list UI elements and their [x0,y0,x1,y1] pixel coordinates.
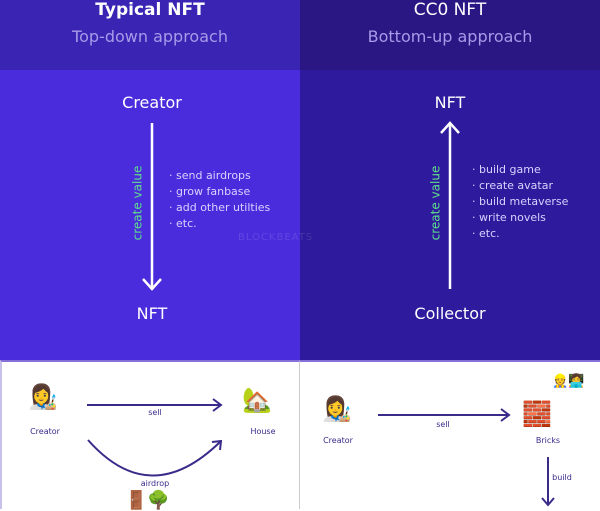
left-subtitle: Top-down approach [72,27,228,46]
bottom-left-panel [0,360,300,509]
list-item: · send airdrops [169,169,251,182]
bottom-arrows [87,398,555,507]
list-item: · etc. [472,227,500,240]
left-panel [0,70,300,360]
left-title: Typical NFT [95,0,205,20]
right-benefits-list: · build game · create avatar · build met… [472,162,568,242]
right-title: CC0 NFT [413,0,487,20]
list-item: · grow fanbase [169,185,251,198]
artist-emoji-icon: 👩‍🎨 [322,395,352,423]
up-arrow-icon [440,121,460,289]
right-bottom-node: Collector [414,304,486,323]
airdrop-items-icon: 🚪🌳 [125,490,170,511]
bl-creator-label: Creator [30,427,60,436]
right-create-value-label: create value [428,165,443,241]
left-create-value-label: create value [130,165,145,241]
list-item: · build metaverse [472,195,569,208]
right-top-node: NFT [434,93,466,112]
list-item: · create avatar [472,179,553,192]
list-item: · build game [472,163,541,176]
left-top-node: Creator [122,93,182,112]
house-emoji-icon: 🏡 [242,386,272,414]
bl-house-label: House [250,427,276,436]
left-header [0,0,300,70]
bl-airdrop-label: airdrop [140,479,170,488]
bricks-emoji-icon: 🧱 [522,400,552,428]
br-creator-label: Creator [323,436,353,445]
bottom-right-panel [300,360,600,509]
right-header [300,0,600,70]
flow-arrows [142,121,460,291]
list-item: · add other utilties [169,201,271,214]
br-bricks-label: Bricks [535,436,561,445]
br-sell-label: sell [436,420,450,429]
down-arrow-icon [142,123,162,291]
left-bottom-node: NFT [136,304,168,323]
left-benefits-list: · send airdrops · grow fanbase · add oth… [169,168,270,232]
right-subtitle: Bottom-up approach [367,27,533,46]
builders-emoji-icon: 👷👩‍💻 [552,374,585,389]
br-build-label: build [552,473,572,482]
list-item: · etc. [169,217,197,230]
watermark: BLOCKBEATS [238,232,314,243]
list-item: · write novels [472,211,546,224]
bl-sell-label: sell [148,408,162,417]
artist-emoji-icon: 👩‍🎨 [28,383,58,411]
